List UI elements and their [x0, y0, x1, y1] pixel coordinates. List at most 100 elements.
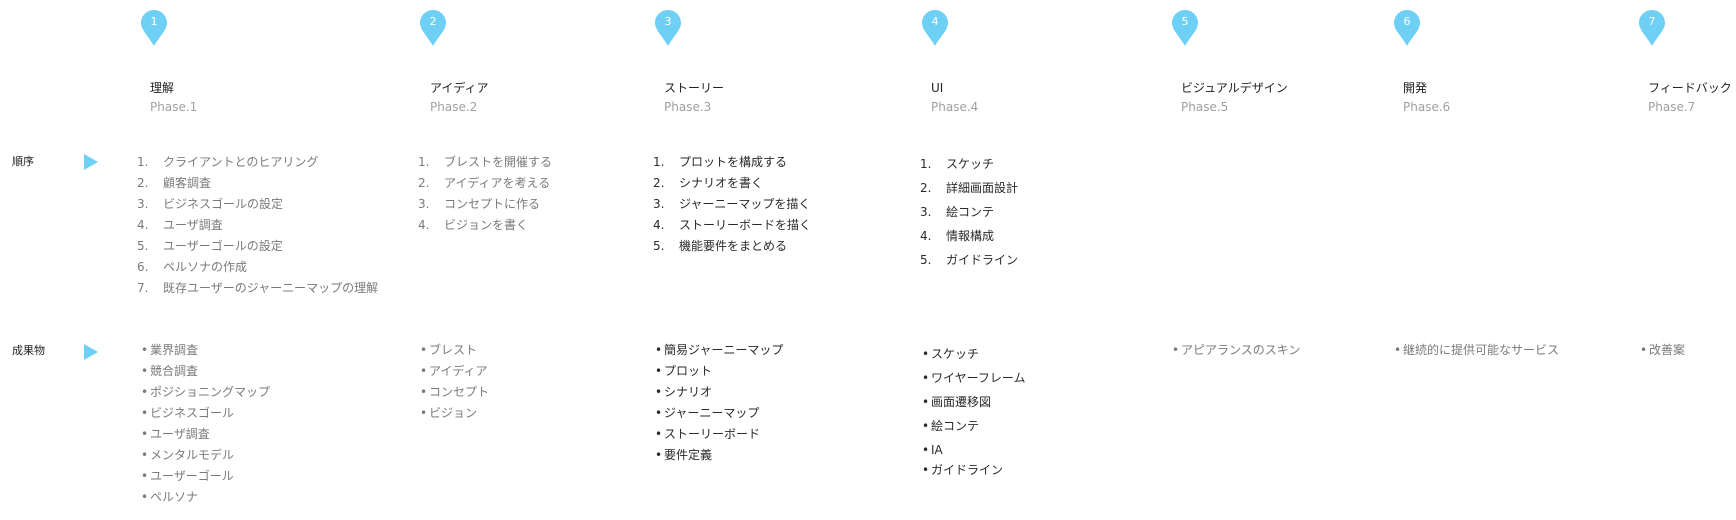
deliverable-text: ストーリーボード [664, 427, 761, 441]
deliverable-item: •メンタルモデル [141, 445, 270, 466]
deliverable-text: ビジョン [429, 406, 478, 420]
phase-subtitle: Phase.3 [664, 100, 712, 114]
step-item: 4.ユーザ調査 [137, 215, 378, 236]
deliverable-text: 継続的に提供可能なサービス [1403, 343, 1560, 357]
phase-title: UI [931, 81, 944, 95]
step-number: 7. [137, 281, 149, 295]
deliverable-item: •ビジョン [420, 403, 489, 424]
deliverable-list: •改善案 [1640, 340, 1685, 361]
deliverable-item: •プロット [655, 361, 783, 382]
step-number: 4. [418, 218, 430, 232]
deliverables-arrow-icon [84, 344, 98, 360]
deliverable-item: •ブレスト [420, 340, 489, 361]
bullet-icon: • [420, 406, 428, 420]
step-number: 5. [653, 239, 665, 253]
deliverable-item: •ポジショニングマップ [141, 382, 270, 403]
step-item: 4.ストーリーボードを描く [653, 215, 811, 236]
bullet-icon: • [1394, 343, 1402, 357]
step-item: 3.ジャーニーマップを描く [653, 194, 811, 215]
bullet-icon: • [420, 385, 428, 399]
step-number: 2. [418, 176, 430, 190]
deliverable-list: •簡易ジャーニーマップ•プロット•シナリオ•ジャーニーマップ•ストーリーボード•… [655, 340, 783, 466]
order-arrow-icon [84, 154, 98, 170]
deliverable-list: •アピアランスのスキン [1172, 340, 1300, 361]
step-item: 7.既存ユーザーのジャーニーマップの理解 [137, 278, 378, 299]
step-text: クライアントとのヒアリング [163, 155, 319, 169]
step-number: 1. [920, 157, 932, 171]
deliverable-item: •改善案 [1640, 340, 1685, 361]
step-number: 1. [418, 155, 430, 169]
map-pin-icon: 4 [922, 10, 948, 48]
step-text: ペルソナの作成 [163, 260, 248, 274]
phase-number: 5 [1181, 15, 1189, 28]
deliverable-item: •継続的に提供可能なサービス [1394, 340, 1559, 361]
phase-title: 理解 [150, 81, 175, 95]
step-item: 2.顧客調査 [137, 173, 378, 194]
deliverable-text: ユーザーゴール [150, 469, 234, 483]
step-item: 6. ペルソナの作成 [137, 257, 378, 278]
step-number: 6. [137, 260, 149, 274]
bullet-icon: • [1172, 343, 1180, 357]
deliverable-text: コンセプト [429, 385, 490, 399]
deliverable-item: •ワイヤーフレーム [922, 366, 1026, 390]
deliverable-item: •アピアランスのスキン [1172, 340, 1300, 361]
map-pin-icon: 1 [141, 10, 167, 48]
step-item: 1.スケッチ [920, 152, 1018, 176]
deliverable-item: •スケッチ [922, 342, 1026, 366]
map-pin-icon: 7 [1639, 10, 1665, 48]
step-text: ブレストを開催する [444, 155, 553, 169]
step-item: 2.詳細画面設計 [920, 176, 1018, 200]
phase-number: 6 [1403, 15, 1411, 28]
phase-title: ストーリー [664, 81, 725, 95]
bullet-icon: • [922, 419, 930, 433]
deliverable-text: 業界調査 [150, 343, 199, 357]
map-pin-icon: 3 [655, 10, 681, 48]
step-item: 2.シナリオを書く [653, 173, 811, 194]
step-item: 3.ビジネスゴールの設定 [137, 194, 378, 215]
deliverable-text: 画面遷移図 [931, 395, 992, 409]
bullet-icon: • [141, 427, 149, 441]
deliverable-text: ペルソナ [150, 490, 199, 504]
phase-subtitle: Phase.4 [931, 100, 979, 114]
deliverable-text: ガイドライン [931, 463, 1004, 477]
phase-subtitle: Phase.6 [1403, 100, 1451, 114]
step-text: 顧客調査 [163, 176, 212, 190]
step-number: 4. [920, 229, 932, 243]
deliverable-text: アピアランスのスキン [1181, 343, 1301, 357]
deliverable-text: ジャーニーマップ [664, 406, 760, 420]
step-text: 詳細画面設計 [946, 181, 1019, 195]
step-text: プロットを構成する [679, 155, 788, 169]
step-item: 4. 情報構成 [920, 224, 1018, 248]
deliverable-item: •シナリオ [655, 382, 783, 403]
phase-header: ストーリー Phase.3 [664, 80, 724, 115]
step-text: 情報構成 [946, 229, 995, 243]
deliverable-text: プロット [664, 364, 713, 378]
deliverable-item: •ビジネスゴール [141, 403, 270, 424]
bullet-icon: • [1640, 343, 1648, 357]
phase-subtitle: Phase.5 [1181, 100, 1229, 114]
bullet-icon: • [655, 448, 663, 462]
step-item: 3.絵コンテ [920, 200, 1018, 224]
bullet-icon: • [655, 364, 663, 378]
deliverable-item: •コンセプト [420, 382, 489, 403]
deliverable-text: 簡易ジャーニーマップ [664, 343, 784, 357]
step-text: 機能要件をまとめる [679, 239, 788, 253]
step-number: 4. [137, 218, 149, 232]
bullet-icon: • [420, 343, 428, 357]
bullet-icon: • [922, 347, 930, 361]
step-item: 4.ビジョンを書く [418, 215, 552, 236]
step-text: ガイドライン [946, 253, 1019, 267]
deliverable-item: •IA [922, 438, 1026, 462]
phase-number: 7 [1648, 15, 1656, 28]
step-text: ユーザーゴールの設定 [163, 239, 283, 253]
step-text: シナリオを書く [679, 176, 764, 190]
bullet-icon: • [141, 385, 149, 399]
deliverable-text: スケッチ [931, 347, 980, 361]
phase-subtitle: Phase.2 [430, 100, 478, 114]
bullet-icon: • [655, 427, 663, 441]
deliverable-item: •ガイドライン [922, 462, 1026, 479]
